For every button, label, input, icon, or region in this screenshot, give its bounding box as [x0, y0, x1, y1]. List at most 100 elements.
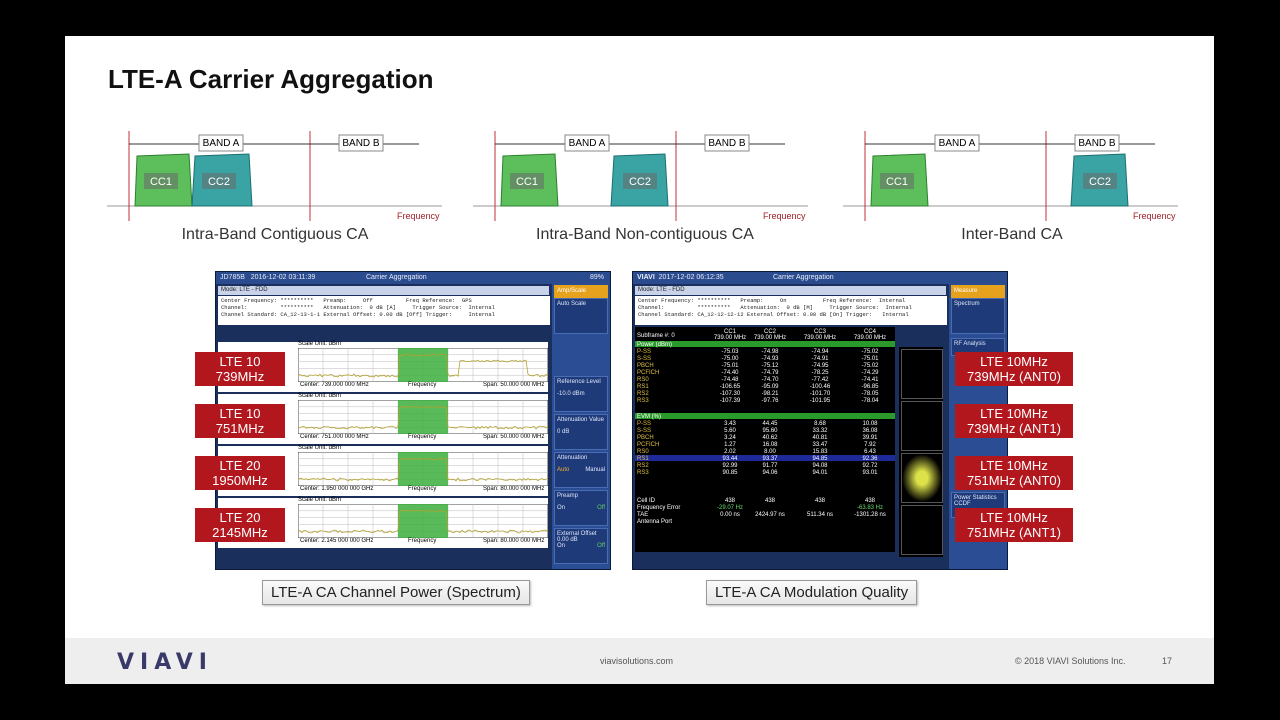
- constellation-cc3: [901, 453, 943, 503]
- tag-line2: 739MHz: [216, 369, 264, 384]
- cell-value: -75.12: [761, 363, 779, 369]
- cell-value: -101.70: [810, 391, 831, 397]
- frequency-axis-label: Frequency: [1133, 211, 1176, 221]
- cell-value: 39.91: [862, 435, 878, 441]
- cell-value: 91.77: [762, 463, 778, 469]
- page-number: 17: [1162, 656, 1172, 666]
- tae-label: TAE: [637, 512, 648, 518]
- cell-value: -97.76: [761, 398, 779, 404]
- screen-title: Carrier Aggregation: [773, 272, 834, 284]
- cell-value: 92.36: [862, 456, 878, 462]
- cell-id-value: 438: [815, 498, 826, 504]
- auto-scale-button[interactable]: Auto Scale: [554, 298, 608, 334]
- cell-value: -74.40: [721, 370, 739, 376]
- screen-header: JD785B 2016-12-02 03:11:39 Carrier Aggre…: [216, 272, 610, 284]
- modulation-caption-button[interactable]: LTE-A CA Modulation Quality: [706, 580, 917, 605]
- band-b-label: BAND B: [339, 138, 383, 149]
- cell-value: -75.01: [721, 363, 739, 369]
- preamp-label: Preamp: [557, 493, 578, 499]
- cell-value: -74.94: [811, 349, 829, 355]
- cell-value: 6.43: [864, 449, 876, 455]
- trace-axis: Frequency: [408, 434, 436, 440]
- row-label: RS0: [637, 449, 649, 455]
- cell-value: 94.01: [812, 470, 828, 476]
- cell-value: 8.00: [764, 449, 776, 455]
- preamp-toggle[interactable]: PreampOnOff: [554, 490, 608, 526]
- params-panel: Center Frequency: ********** Preamp: On …: [635, 296, 947, 325]
- trace-center: Center: 751.000 000 MHz: [300, 434, 369, 440]
- trace-span: Span: 50.000 000 MHz: [483, 382, 544, 388]
- row-label: RS2: [637, 391, 649, 397]
- attenuation-value-button[interactable]: Attenuation Value0 dB: [554, 414, 608, 450]
- trace-axis: Frequency: [408, 538, 436, 544]
- spectrum-caption-button[interactable]: LTE-A CA Channel Power (Spectrum): [262, 580, 530, 605]
- device-logo: VIAVI: [637, 274, 655, 281]
- external-offset-toggle[interactable]: External Offset0.00 dBOnOff: [554, 528, 608, 564]
- scale-unit: Scale Unit: dBm: [298, 341, 341, 347]
- cell-value: -95.09: [761, 384, 779, 390]
- row-label: P-SS: [637, 349, 651, 355]
- cell-value: 5.60: [724, 428, 736, 434]
- cc1-label: CC1: [510, 176, 544, 188]
- tae-value: -1301.28 ns: [854, 512, 886, 518]
- band-b-label: BAND B: [705, 138, 749, 149]
- cc1-label: CC1: [144, 176, 178, 188]
- tag-line2: 2145MHz: [212, 525, 268, 540]
- modulation-quality-screenshot: VIAVI 2017-12-02 06:12:35 Carrier Aggreg…: [632, 271, 1008, 570]
- col-freq: 739.00 MHz: [714, 335, 746, 341]
- cell-id-value: 438: [765, 498, 776, 504]
- antenna-port-label: Antenna Port: [637, 519, 672, 525]
- cell-value: 33.32: [812, 428, 828, 434]
- cell-value: 1.27: [724, 442, 736, 448]
- trace-grid: [298, 504, 548, 538]
- cell-value: 40.62: [762, 435, 778, 441]
- cell-value: -106.65: [720, 384, 741, 390]
- cell-value: 93.44: [722, 456, 738, 462]
- trace-grid: [298, 400, 548, 434]
- trace-center: Center: 1.950 000 000 GHz: [300, 486, 373, 492]
- subframe-label: Subframe #: 0: [637, 333, 675, 339]
- tag-box: LTE 10MHz739MHz (ANT0): [955, 352, 1073, 386]
- cell-id-value: 438: [725, 498, 736, 504]
- row-label: PBCH: [637, 363, 654, 369]
- constellation-cc2: [901, 401, 943, 451]
- modulation-table-svg: Subframe #: 0CC1739.00 MHzCC2739.00 MHzC…: [635, 327, 895, 552]
- reference-level-button[interactable]: Reference Level-10.0 dBm: [554, 376, 608, 412]
- cc1-label: CC1: [880, 176, 914, 188]
- cell-value: -74.48: [721, 377, 739, 383]
- attenuation-value: 0 dB: [557, 429, 569, 435]
- attenuation-auto: Auto: [557, 467, 569, 473]
- tag-box: LTE 201950MHz: [195, 456, 285, 490]
- trace-span: Span: 80.000 000 MHz: [483, 538, 544, 544]
- cc2-label: CC2: [202, 176, 236, 188]
- cell-value: 15.83: [812, 449, 828, 455]
- row-label: RS3: [637, 398, 649, 404]
- cell-value: -74.41: [861, 377, 879, 383]
- cell-value: -100.46: [810, 384, 831, 390]
- footer-copyright: © 2018 VIAVI Solutions Inc.: [1015, 656, 1126, 666]
- cell-value: 93.01: [862, 470, 878, 476]
- caption-intra-noncontiguous: Intra-Band Non-contiguous CA: [495, 226, 795, 244]
- trace-grid: [298, 348, 548, 382]
- row-label: RS3: [637, 470, 649, 476]
- external-offset-on: On: [557, 543, 565, 549]
- cell-value: -78.25: [811, 370, 829, 376]
- tae-value: 0.00 ns: [720, 512, 740, 518]
- cell-value: -74.93: [761, 356, 779, 362]
- cell-value: -78.04: [861, 398, 879, 404]
- spectrum-tag-4: LTE 202145MHz: [195, 508, 285, 542]
- frequency-axis-label: Frequency: [397, 211, 440, 221]
- screen-title: Carrier Aggregation: [366, 272, 427, 284]
- cell-value: 33.47: [812, 442, 828, 448]
- cell-value: 94.08: [812, 463, 828, 469]
- attenuation-toggle[interactable]: AttenuationAutoManual: [554, 452, 608, 488]
- trace-center: Center: 2.145 000 000 GHz: [300, 538, 373, 544]
- modq-tag-1: LTE 10MHz739MHz (ANT0): [955, 352, 1073, 386]
- cell-value: 10.08: [862, 421, 878, 427]
- scale-unit: Scale Unit: dBm: [298, 497, 341, 503]
- constellation-cc1: [901, 349, 943, 399]
- freq-error-label: Frequency Error: [637, 505, 680, 511]
- tag-line1: LTE 20: [220, 458, 261, 473]
- device-datetime: 2017-12-02 06:12:35: [659, 274, 724, 281]
- spectrum-button[interactable]: Spectrum: [951, 298, 1005, 334]
